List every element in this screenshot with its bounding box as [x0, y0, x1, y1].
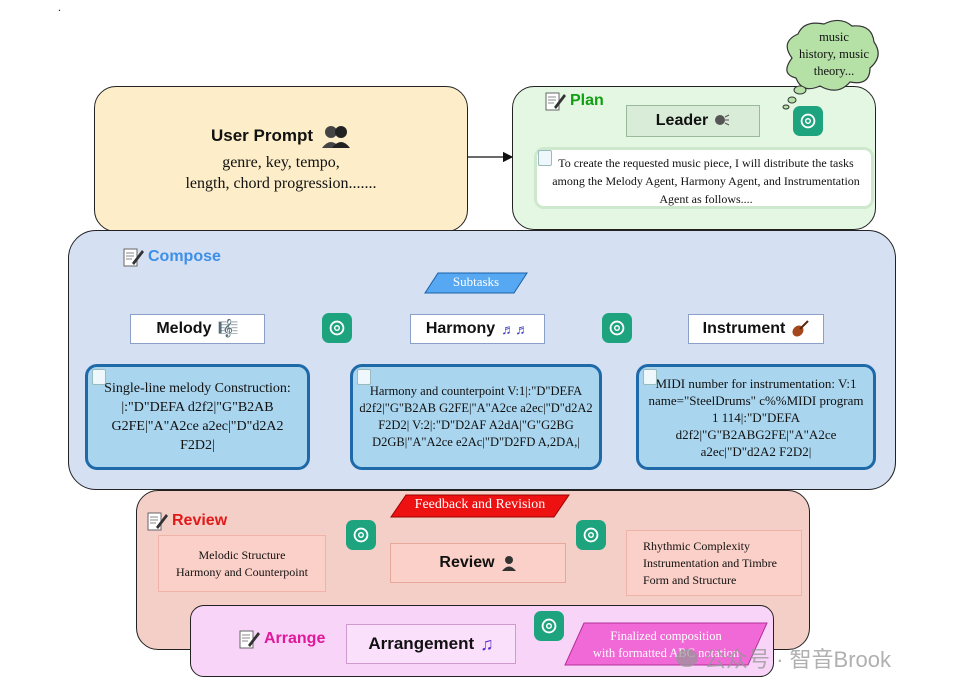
- harmony-label: Harmony: [425, 320, 496, 337]
- subtasks-label: Subtasks: [452, 274, 500, 289]
- review-node: Review: [390, 543, 566, 583]
- user-group-icon: [322, 126, 351, 148]
- harmony-agent: Harmony ♬♬: [410, 314, 545, 344]
- speaking-head-icon: [715, 114, 730, 126]
- arrange-output-line1: Finalized composition: [610, 629, 722, 643]
- user-prompt-title: User Prompt: [210, 126, 314, 145]
- melody-icon: 🎼: [217, 319, 239, 338]
- pencil-note-icon: [147, 512, 168, 531]
- review-node-label: Review: [439, 554, 495, 571]
- criteria-right-2: Instrumentation and Timbre: [643, 555, 777, 570]
- arrange-output-line2: with formatted ABC notation: [592, 646, 740, 660]
- user-prompt-box: [94, 86, 468, 232]
- harmony-icon: ♬♬: [501, 321, 530, 337]
- criteria-left-2: Harmony and Counterpoint: [176, 564, 308, 579]
- document-icon: [92, 369, 106, 385]
- chatgpt-icon: [346, 520, 376, 550]
- document-icon: [538, 150, 552, 166]
- review-criteria-left: Melodic Structure Harmony and Counterpoi…: [158, 535, 326, 592]
- watermark: 公众号 · 智音Brook: [676, 642, 891, 674]
- harmony-output: Harmony and counterpoint V:1|:"D"DEFA d2…: [350, 364, 602, 470]
- plan-title: Plan: [544, 90, 604, 112]
- chatgpt-icon: [576, 520, 606, 550]
- user-prompt-line1: genre, key, tempo,: [222, 154, 340, 171]
- plan-message-text: To create the requested music piece, I w…: [552, 156, 860, 206]
- music-note-icon: ♫: [480, 633, 494, 654]
- arrange-title-text: Arrange: [264, 630, 326, 647]
- cloud-line1: music: [819, 30, 849, 44]
- compose-title-text: Compose: [148, 248, 221, 265]
- user-prompt-line2: length, chord progression.......: [185, 175, 377, 192]
- top-mark: .: [58, 0, 61, 14]
- instrument-agent: Instrument: [688, 314, 824, 344]
- subtasks-shape: [424, 272, 528, 294]
- violin-icon: [792, 320, 810, 337]
- plan-title-text: Plan: [570, 92, 604, 109]
- melody-agent: Melody 🎼: [130, 314, 265, 344]
- review-criteria-right: Rhythmic Complexity Instrumentation and …: [626, 530, 802, 596]
- cloud-line2: history, music: [798, 47, 870, 61]
- melody-label: Melody: [156, 320, 212, 337]
- criteria-right-1: Rhythmic Complexity: [643, 538, 750, 553]
- instrument-label: Instrument: [702, 320, 786, 337]
- chatgpt-icon: [793, 106, 823, 136]
- instrument-output-text: MIDI number for instrumentation: V:1 nam…: [648, 375, 864, 459]
- chatgpt-icon: [602, 313, 632, 343]
- criteria-right-3: Form and Structure: [643, 572, 737, 587]
- leader-label: Leader: [655, 112, 709, 129]
- harmony-output-text: Harmony and counterpoint V:1|:"D"DEFA d2…: [359, 384, 593, 449]
- cloud-line3: theory...: [813, 64, 855, 78]
- arrangement-node: Arrangement ♫: [346, 624, 516, 664]
- document-icon: [643, 369, 657, 385]
- melody-output-text: Single-line melody Construction: |:"D"DE…: [104, 381, 291, 453]
- plan-message-box: [534, 147, 874, 209]
- pencil-note-icon: [123, 248, 144, 267]
- compose-title: Compose: [122, 246, 221, 268]
- feedback-shape: [390, 494, 570, 518]
- document-icon: [357, 369, 371, 385]
- thought-cloud-icon: [782, 19, 879, 110]
- review-title: Review: [146, 510, 227, 532]
- chatgpt-icon: [322, 313, 352, 343]
- arrangement-label: Arrangement: [368, 634, 475, 653]
- arrange-title: Arrange: [238, 628, 325, 650]
- arrange-output-shape: [564, 622, 768, 666]
- person-icon: [501, 556, 516, 571]
- instrument-output: MIDI number for instrumentation: V:1 nam…: [636, 364, 876, 470]
- user-prompt-title-row: User Prompt: [94, 124, 468, 148]
- leader-node: Leader: [626, 105, 760, 137]
- pencil-note-icon: [545, 92, 566, 111]
- wechat-icon: [676, 649, 698, 667]
- review-title-text: Review: [172, 512, 228, 529]
- criteria-left-1: Melodic Structure: [198, 547, 286, 562]
- chatgpt-icon: [534, 611, 564, 641]
- feedback-label: Feedback and Revision: [414, 497, 546, 512]
- pencil-note-icon: [239, 630, 260, 649]
- melody-output: Single-line melody Construction: |:"D"DE…: [85, 364, 310, 470]
- watermark-text: 公众号 · 智音Brook: [704, 647, 892, 672]
